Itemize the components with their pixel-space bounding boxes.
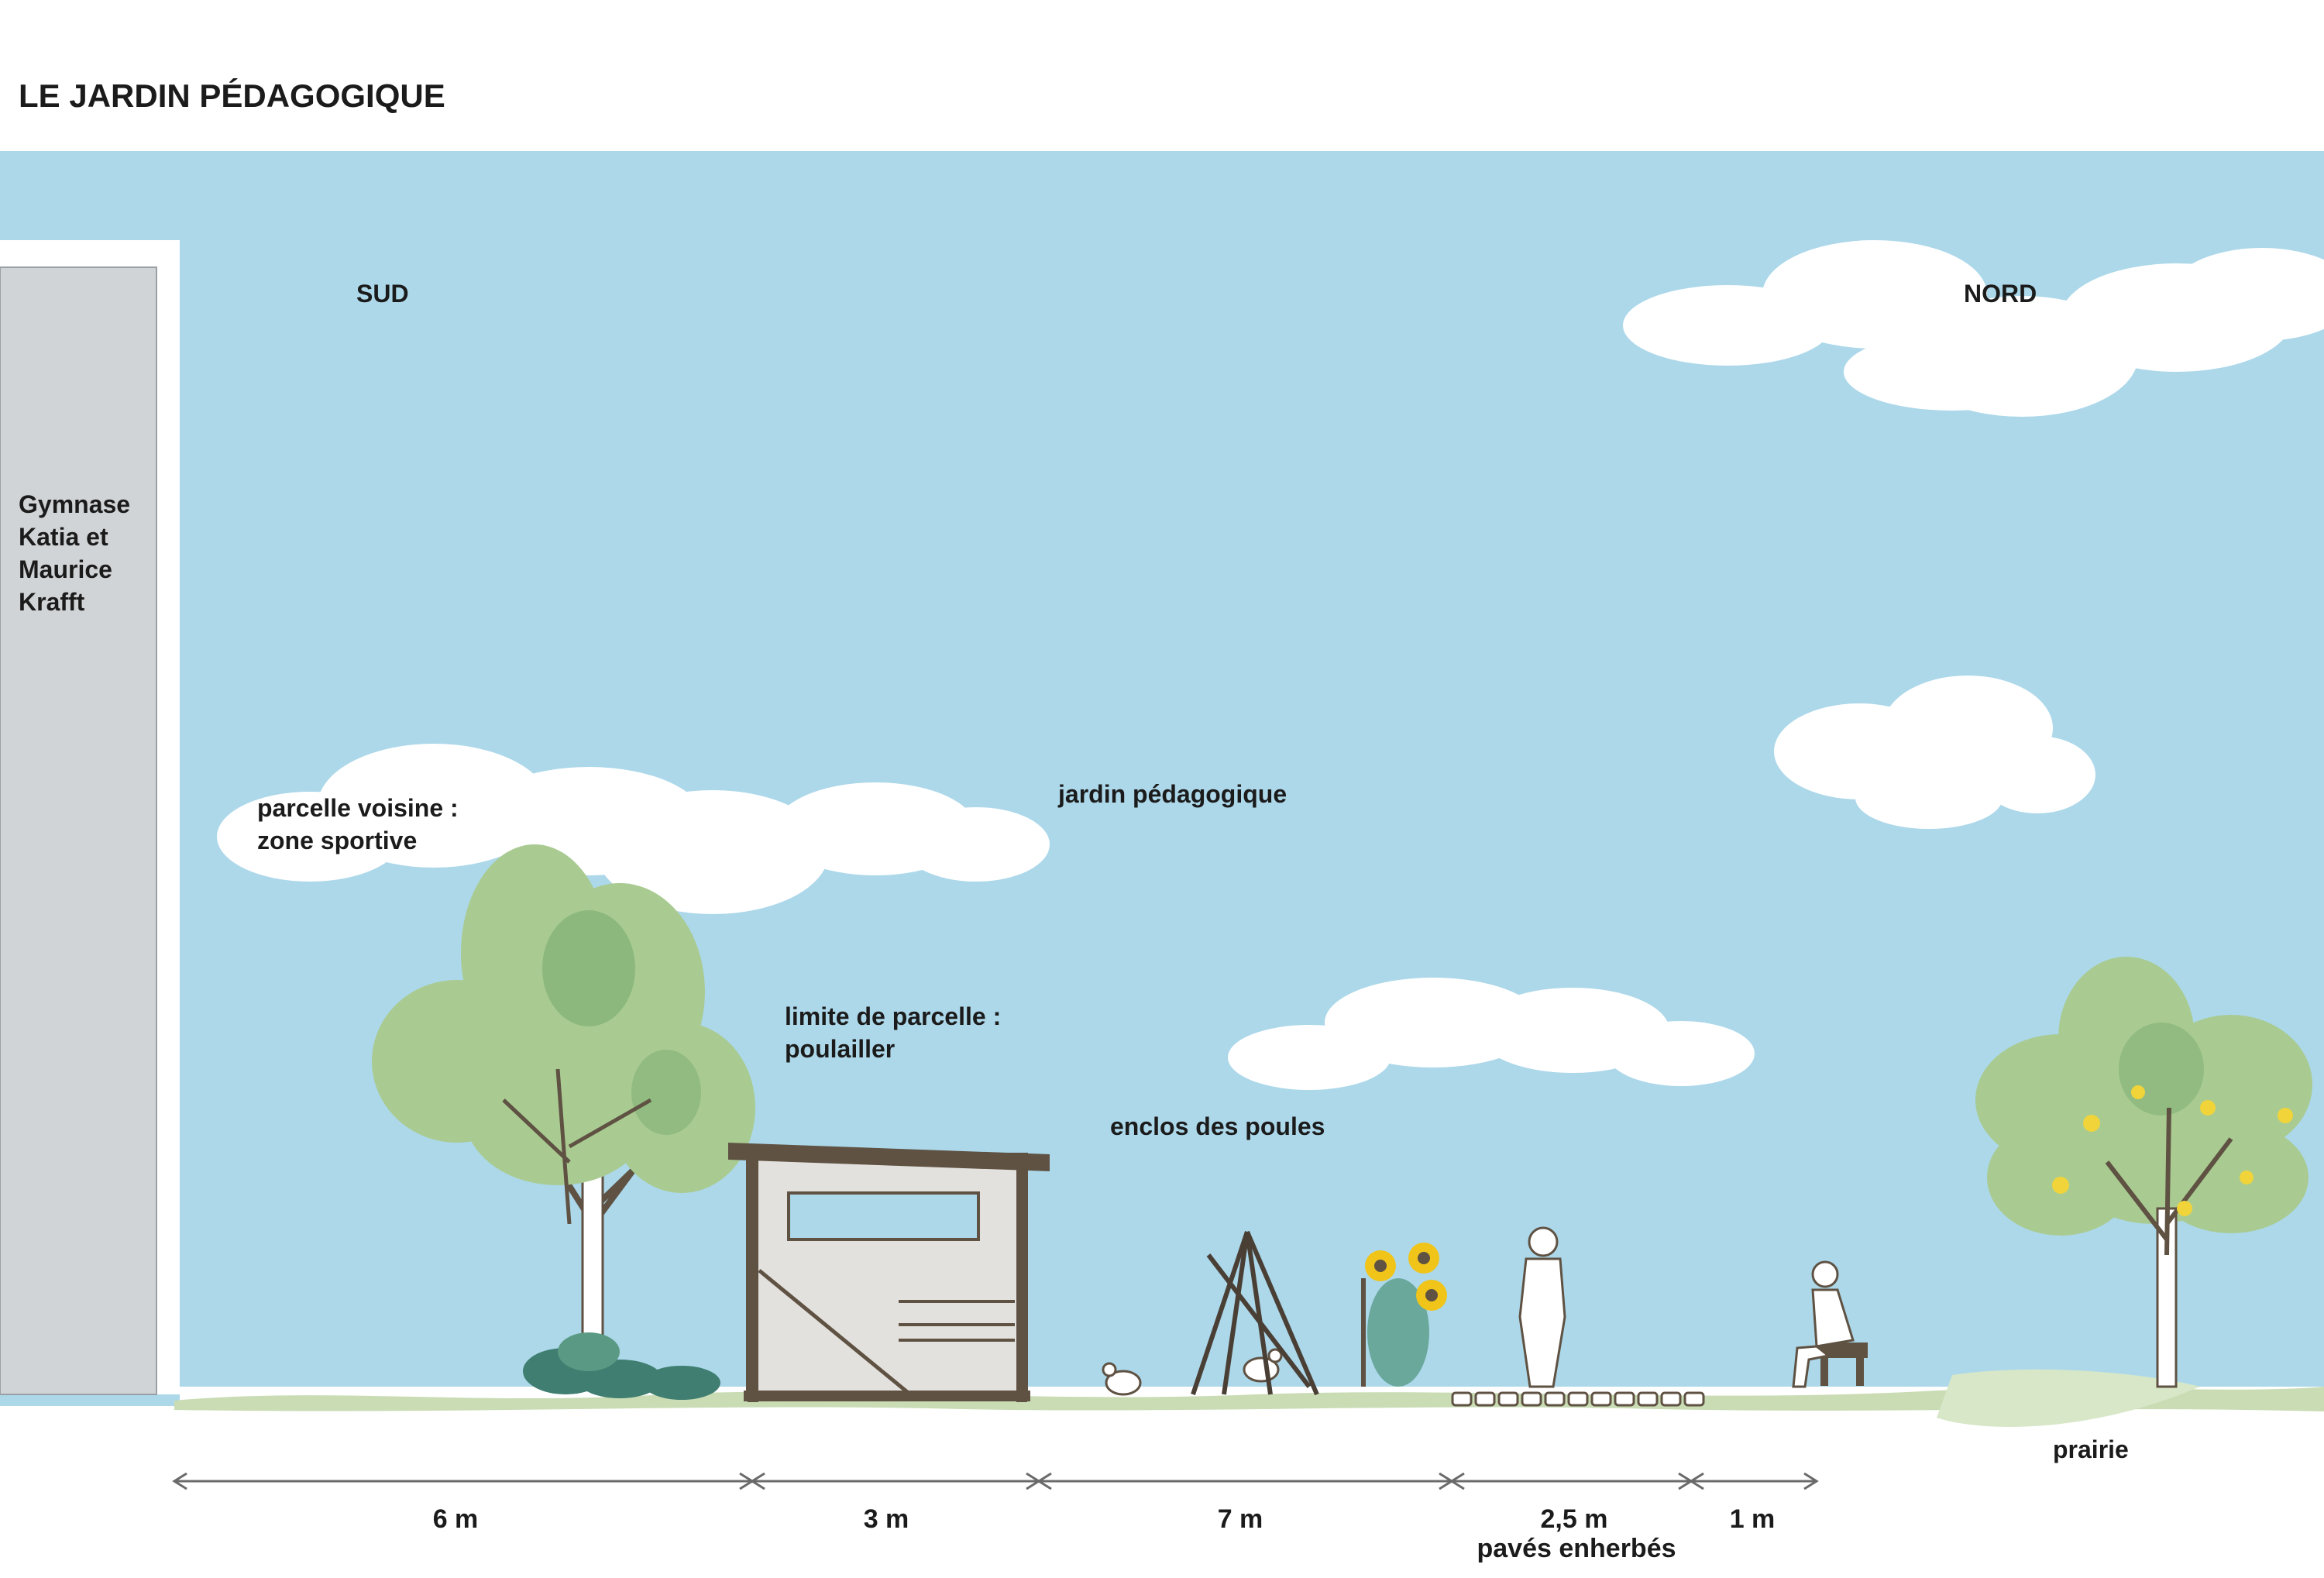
cloud-icon — [1774, 676, 2095, 829]
dimension-value: 6 m — [432, 1504, 479, 1534]
bean-stakes — [1191, 1230, 1319, 1396]
north-label: NORD — [1964, 280, 2037, 308]
bench-icon — [1817, 1343, 1868, 1386]
dimension-value: 7 m — [1217, 1504, 1263, 1534]
hen-icon — [1102, 1362, 1142, 1396]
grass-pavers — [1451, 1391, 1705, 1407]
person-icon — [1518, 1226, 1566, 1388]
building-label: Gymnase Katia et Maurice Krafft — [19, 490, 131, 616]
dimension-value: 3 m — [863, 1504, 909, 1534]
henhouse-icon — [728, 1143, 1050, 1402]
boundary-label: limite de parcelle : poulailler — [785, 1002, 1002, 1063]
cloud-icon — [1228, 978, 1755, 1090]
neighbour-zone-label: parcelle voisine : zone sportive — [257, 794, 459, 854]
fruit-tree-icon — [1975, 957, 2312, 1388]
cloud-icon — [1623, 240, 2324, 417]
dimension-note: pavés enherbés — [1477, 1534, 1676, 1563]
dimension-value: 2,5 m — [1540, 1504, 1608, 1534]
shrub-bed — [523, 1332, 720, 1400]
south-label: SUD — [356, 280, 409, 308]
meadow-label: prairie — [2053, 1435, 2129, 1463]
dimension-value: 1 m — [1729, 1504, 1776, 1534]
page-title: LE JARDIN PÉDAGOGIQUE — [19, 77, 445, 114]
meadow-patch — [1937, 1369, 2200, 1427]
tree-icon — [372, 844, 755, 1388]
sunflower-icon — [1361, 1243, 1447, 1387]
gymnasium-building — [0, 266, 157, 1395]
dimension-line — [172, 1472, 1819, 1490]
person-icon — [1792, 1260, 1855, 1388]
enclosure-label: enclos des poules — [1110, 1112, 1325, 1140]
garden-zone-label: jardin pédagogique — [1058, 780, 1287, 808]
